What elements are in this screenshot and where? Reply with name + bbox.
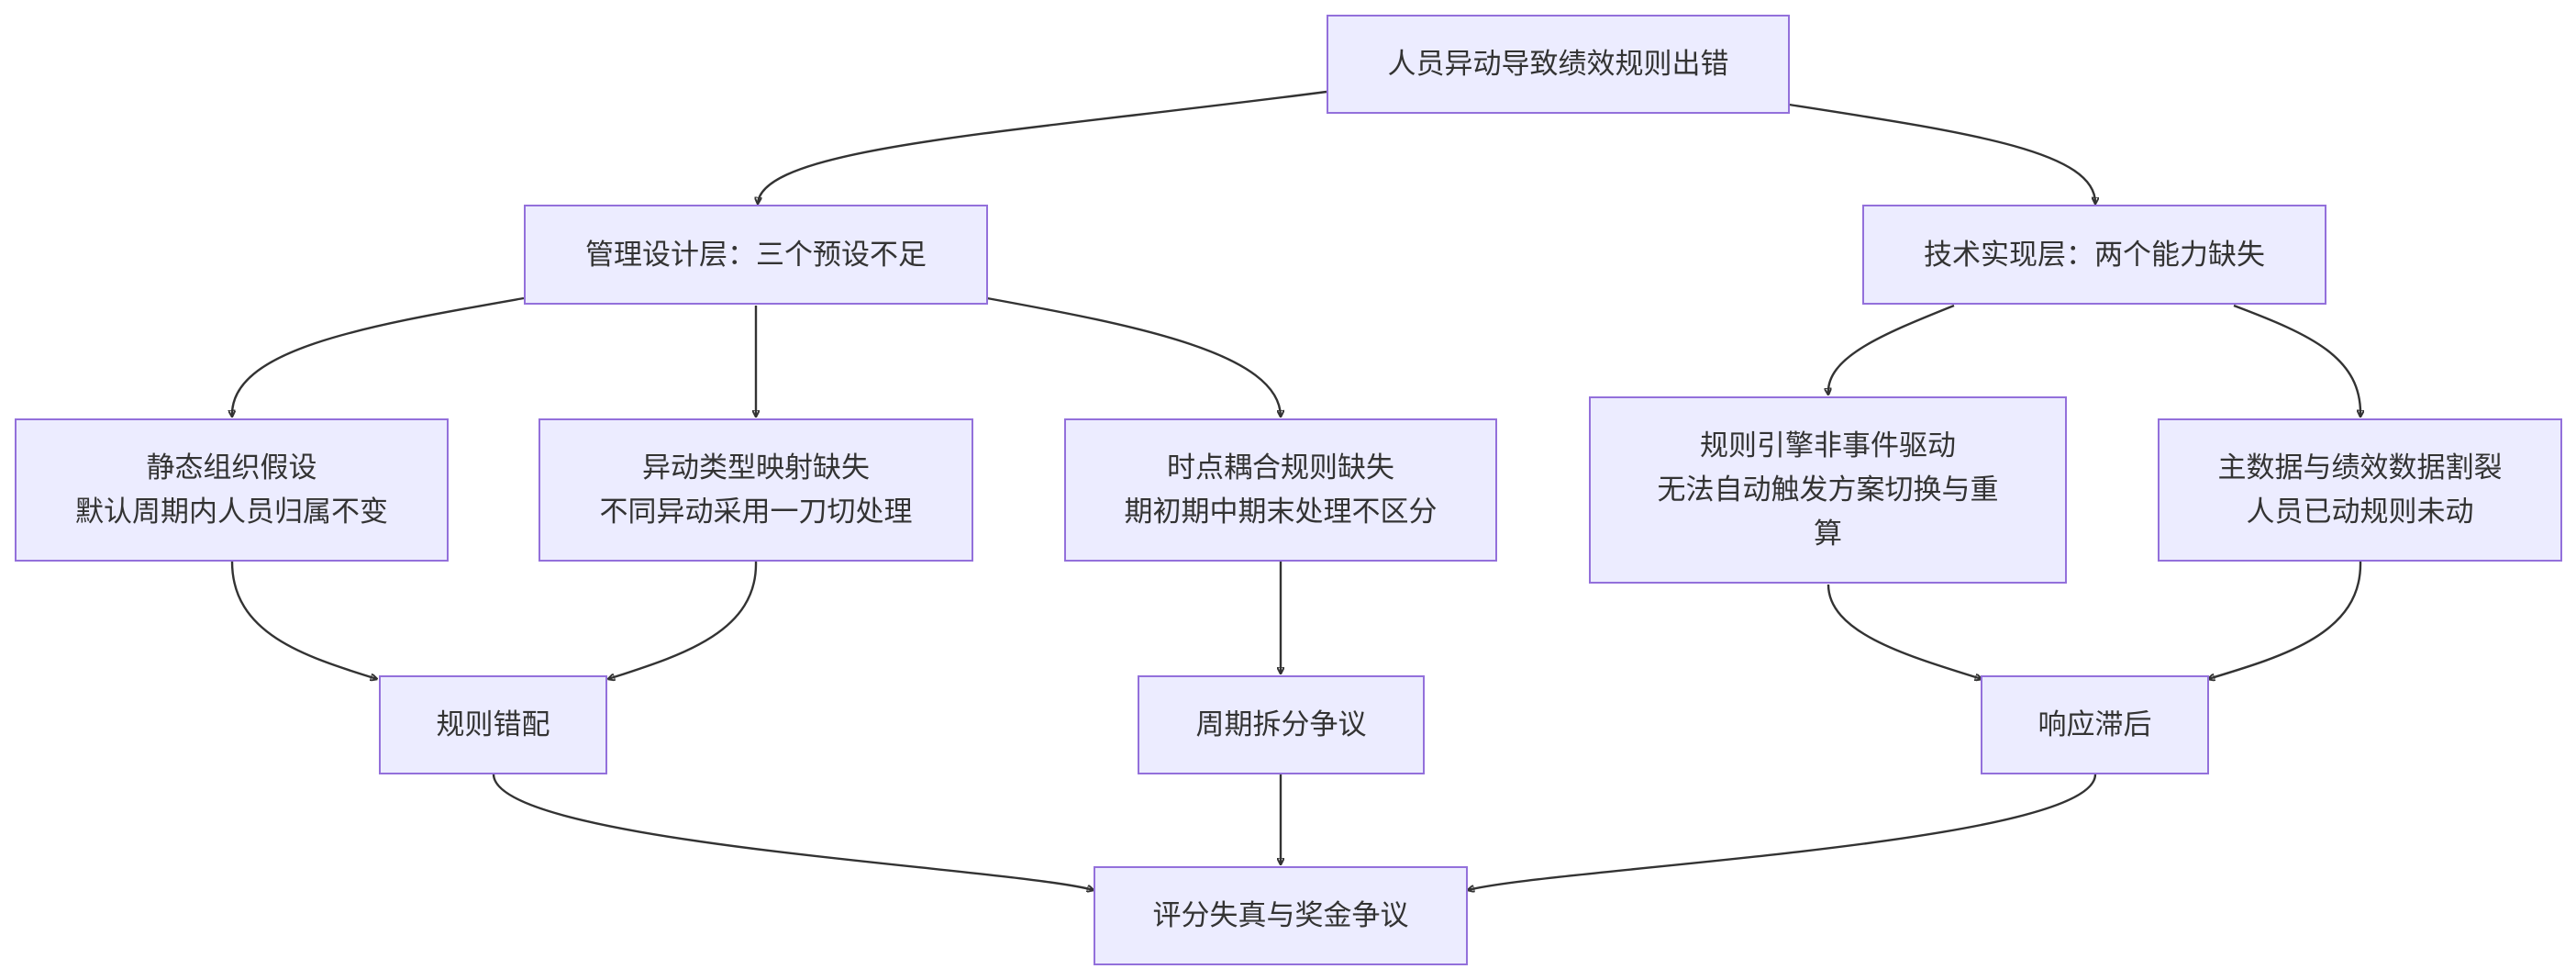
edge-master-data-to-lag	[2208, 561, 2362, 679]
node-static-org-assumption: 静态组织假设默认周期内人员归属不变	[15, 418, 449, 562]
node-label-line: 管理设计层：三个预设不足	[585, 238, 927, 272]
node-root: 人员异动导致绩效规则出错	[1327, 15, 1790, 114]
node-label-line: 规则引擎非事件驱动	[1700, 429, 1956, 462]
node-label-line: 技术实现层：两个能力缺失	[1924, 238, 2265, 272]
edge-mgmt-to-static-org	[232, 296, 525, 417]
node-change-type-mapping: 异动类型映射缺失不同异动采用一刀切处理	[539, 418, 973, 562]
node-label-line: 静态组织假设	[146, 451, 317, 484]
edge-engine-to-lag	[1827, 584, 1982, 679]
node-technical-layer: 技术实现层：两个能力缺失	[1862, 205, 2326, 305]
node-label-line: 无法自动触发方案切换与重	[1657, 473, 1999, 507]
node-label-line: 算	[1814, 518, 1842, 551]
edge-root-to-mgmt	[758, 90, 1327, 204]
node-label-line: 期初期中期末处理不区分	[1124, 496, 1438, 529]
edge-mgmt-to-time-couple	[986, 296, 1281, 417]
node-result: 评分失真与奖金争议	[1094, 866, 1468, 965]
node-label-line: 主数据与绩效数据割裂	[2217, 451, 2503, 484]
node-management-layer: 管理设计层：三个预设不足	[524, 205, 988, 305]
node-label-line: 评分失真与奖金争议	[1152, 899, 1409, 932]
edge-type-map-to-mismatch	[608, 561, 758, 679]
edge-root-to-tech	[1788, 103, 2095, 204]
node-label-line: 不同异动采用一刀切处理	[599, 496, 913, 529]
node-response-lag: 响应滞后	[1981, 675, 2209, 774]
node-rule-engine: 规则引擎非事件驱动无法自动触发方案切换与重算	[1589, 396, 2067, 584]
node-label-line: 时点耦合规则缺失	[1167, 451, 1394, 484]
edge-lag-to-result	[1468, 774, 2097, 890]
node-master-data-split: 主数据与绩效数据割裂人员已动规则未动	[2158, 418, 2562, 562]
node-time-coupling-rules: 时点耦合规则缺失期初期中期末处理不区分	[1064, 418, 1497, 562]
node-rule-mismatch: 规则错配	[379, 675, 607, 774]
node-label-line: 周期拆分争议	[1195, 708, 1367, 741]
node-label-line: 规则错配	[436, 708, 550, 741]
edge-tech-to-engine	[1828, 304, 1955, 395]
node-label-line: 默认周期内人员归属不变	[75, 496, 388, 529]
node-label-line: 异动类型映射缺失	[642, 451, 870, 484]
node-label-line: 人员异动导致绩效规则出错	[1387, 48, 1729, 81]
node-label-line: 人员已动规则未动	[2246, 496, 2474, 529]
node-period-split-dispute: 周期拆分争议	[1138, 675, 1425, 774]
edge-mismatch-to-result	[492, 774, 1094, 890]
edge-static-org-to-mismatch	[230, 561, 377, 679]
edge-tech-to-master-data	[2233, 304, 2360, 417]
node-label-line: 响应滞后	[2037, 708, 2152, 741]
